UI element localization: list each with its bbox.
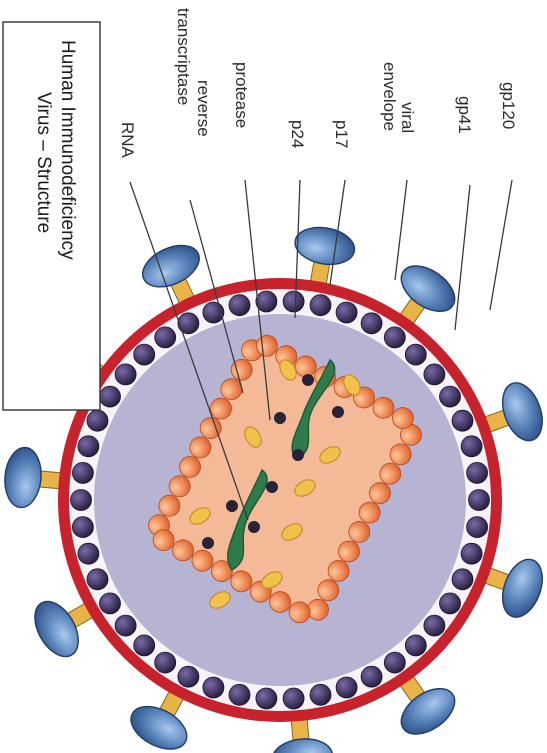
p17-bead: [461, 543, 482, 564]
title-line2: Virus – Structure: [33, 92, 54, 233]
enzyme-dot: [332, 406, 344, 418]
gp120-knob: [271, 736, 334, 753]
enzyme-dot: [226, 500, 238, 512]
p17-bead: [178, 313, 199, 334]
enzyme-dot: [292, 449, 304, 461]
title-box: Human Immunodeficiency Virus – Structure: [3, 22, 100, 410]
p17-bead: [424, 364, 445, 385]
p17-bead: [283, 688, 304, 709]
p17-bead: [467, 462, 488, 483]
label-gp120: gp120: [499, 82, 518, 129]
p17-bead: [72, 462, 93, 483]
p17-bead: [461, 436, 482, 457]
enzyme-dot: [266, 481, 278, 493]
enzyme-dot: [302, 374, 314, 386]
gp120-knob: [292, 223, 357, 269]
structure-labels: gp120 gp41 viral envelope p17 p24 protea…: [118, 8, 518, 159]
gp120-knob: [26, 594, 87, 664]
p17-bead: [452, 569, 473, 590]
enzyme-dot: [202, 537, 214, 549]
p17-bead: [384, 652, 405, 673]
label-p24: p24: [288, 120, 307, 148]
p17-bead: [155, 327, 176, 348]
p17-bead: [310, 295, 331, 316]
p17-bead: [87, 410, 108, 431]
enzyme-dot: [248, 521, 260, 533]
label-reverse-transcriptase-line1: reverse: [194, 80, 213, 137]
p17-bead: [256, 688, 277, 709]
p17-bead: [361, 666, 382, 687]
p17-bead: [336, 302, 357, 323]
enzyme-dot: [274, 412, 286, 424]
gp120-knob: [124, 698, 194, 753]
label-p17: p17: [332, 120, 351, 148]
p17-bead: [71, 490, 92, 511]
p17-bead: [115, 364, 136, 385]
label-reverse-transcriptase-line2: transcriptase: [174, 8, 193, 105]
p17-bead: [405, 344, 426, 365]
leader-viral-envelope: [395, 180, 407, 280]
p17-bead: [100, 593, 121, 614]
p17-bead: [336, 677, 357, 698]
p17-bead: [424, 615, 445, 636]
gp120-knob: [136, 237, 206, 295]
p17-bead: [134, 344, 155, 365]
p17-bead: [87, 569, 108, 590]
p17-bead: [405, 635, 426, 656]
leader-gp120: [490, 180, 512, 310]
p17-bead: [134, 635, 155, 656]
p17-bead: [452, 410, 473, 431]
label-viral-envelope-line1: viral: [398, 102, 417, 133]
p17-bead: [78, 543, 99, 564]
p17-bead: [78, 436, 99, 457]
gp120-knob: [495, 554, 547, 623]
p17-bead: [178, 666, 199, 687]
label-gp41: gp41: [455, 96, 474, 134]
gp120-knob: [495, 377, 547, 446]
label-viral-envelope-line2: envelope: [380, 62, 399, 131]
label-rna: RNA: [118, 122, 137, 159]
p17-bead: [100, 386, 121, 407]
p17-bead: [361, 313, 382, 334]
p17-bead: [440, 593, 461, 614]
p17-bead: [229, 684, 250, 705]
p17-bead: [283, 291, 304, 312]
title-line1: Human Immunodeficiency: [57, 40, 78, 260]
p17-bead: [72, 517, 93, 538]
p17-bead: [115, 615, 136, 636]
leader-gp41: [455, 185, 470, 330]
gp120-knob: [2, 446, 43, 509]
p17-bead: [310, 684, 331, 705]
p17-bead: [155, 652, 176, 673]
p17-bead: [384, 327, 405, 348]
p17-bead: [469, 490, 490, 511]
p17-bead: [467, 517, 488, 538]
p17-bead: [203, 677, 224, 698]
p17-bead: [440, 386, 461, 407]
label-protease: protease: [232, 62, 251, 128]
p17-bead: [229, 295, 250, 316]
